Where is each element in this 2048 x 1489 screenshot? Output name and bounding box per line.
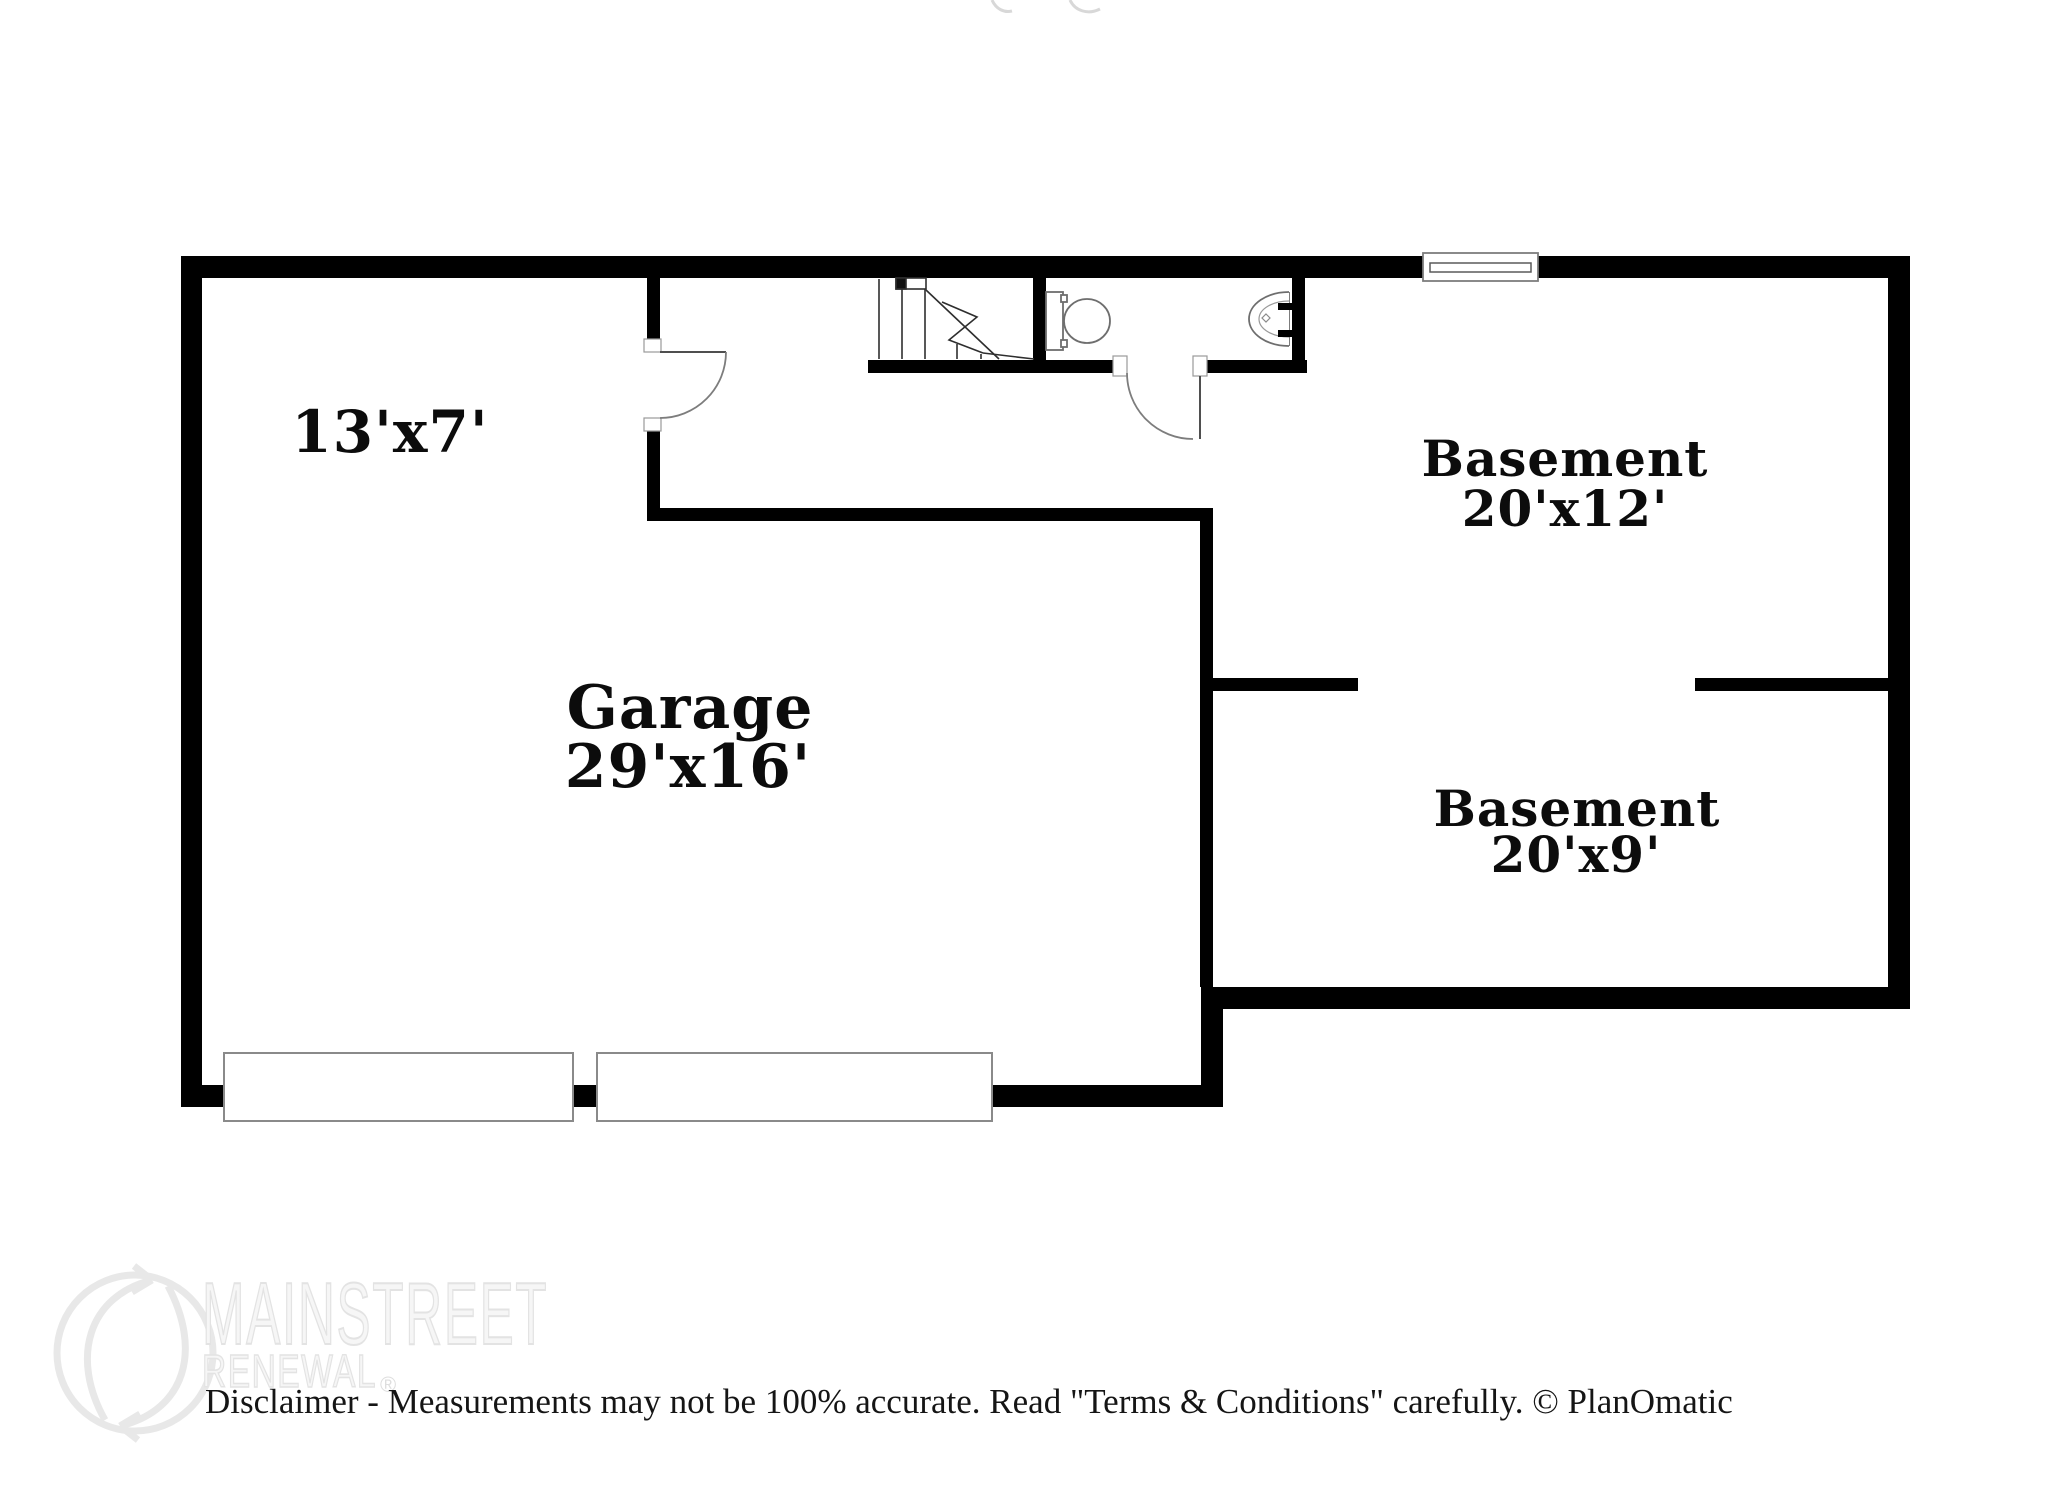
brand-wordmark-bottom: RENEWAL [201,1345,378,1397]
brand-logo-icon [53,1263,217,1443]
garage-door-icon [223,1052,993,1122]
door-swing-icon [643,338,727,432]
door-swing-icon [1112,355,1208,440]
room-dimension-label: 20'x9' [1490,825,1662,884]
exterior-walls [181,256,1910,1107]
room-dimension-label: 29'x16' [564,732,812,802]
room-name-label: Basement [1433,779,1721,838]
top-edge-artifact [990,0,1101,14]
room-dimension-label: 20'x12' [1461,479,1669,538]
stairs-icon [878,277,1035,360]
interior-walls [647,278,1888,987]
disclaimer-text: Disclaimer - Measurements may not be 100… [205,1382,1733,1421]
toilet-icon [1045,291,1111,351]
room-dimension-label: 13'x7' [291,398,489,466]
window-icon [1422,252,1539,282]
registered-trademark-icon: ® [380,1372,397,1397]
sink-icon [1248,291,1292,347]
brand-wordmark-top: MAINSTREET [201,1264,549,1363]
room-name-label: Garage [566,673,814,743]
room-name-label: Basement [1421,429,1709,488]
